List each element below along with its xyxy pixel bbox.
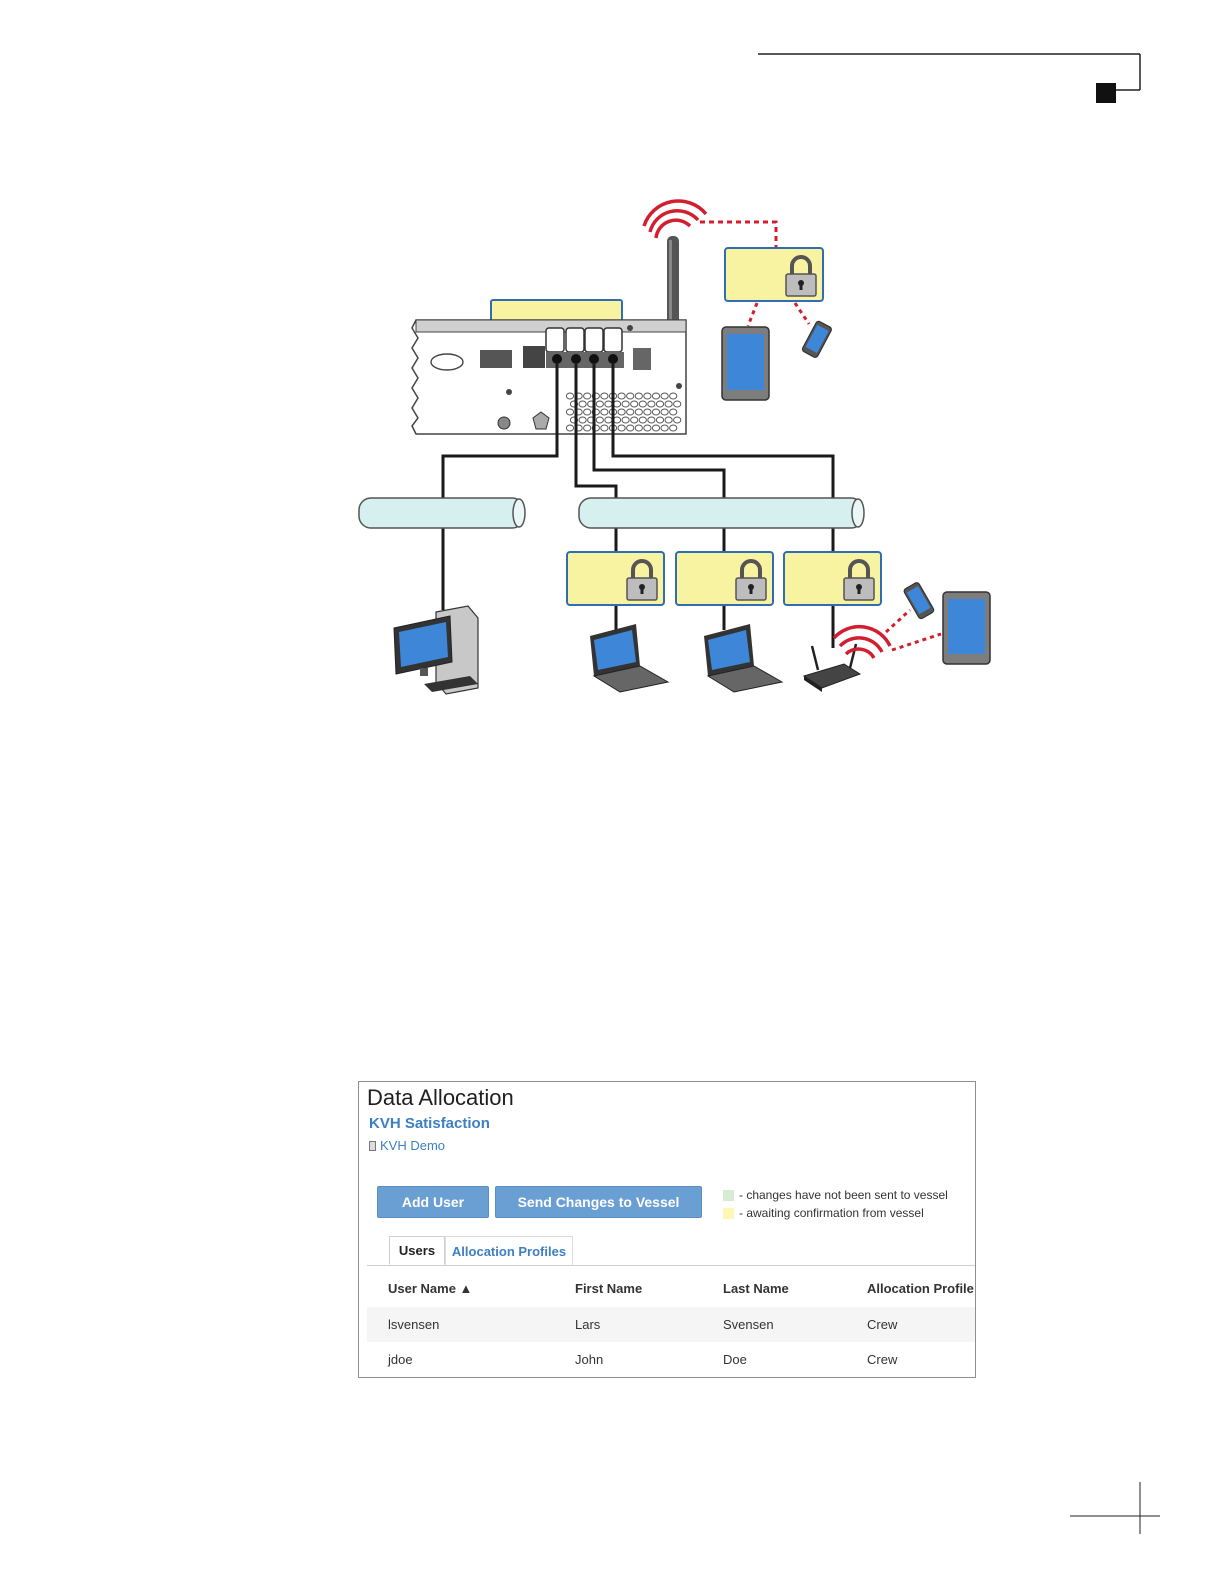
wireless-link	[886, 610, 910, 632]
network-pipe-icon	[359, 498, 525, 528]
laptop-icon	[704, 624, 782, 692]
vessel-link[interactable]: KVH Demo	[369, 1138, 445, 1153]
laptop-icon	[590, 624, 668, 692]
secure-zone-box	[784, 552, 881, 605]
add-user-button[interactable]: Add User	[377, 1186, 489, 1218]
vessel-icon	[369, 1141, 376, 1151]
table-row[interactable]: lsvensen Lars Svensen Crew	[367, 1307, 976, 1342]
wifi-waves-bottom	[834, 627, 890, 658]
cell-first-name: John	[575, 1352, 603, 1367]
cell-allocation-profile: Crew	[867, 1352, 897, 1367]
cell-user-name: lsvensen	[388, 1317, 439, 1332]
wifi-waves-top	[644, 201, 706, 238]
table-row[interactable]: jdoe John Doe Crew	[367, 1342, 976, 1377]
network-pipe-icon	[579, 498, 864, 528]
column-header-user-name[interactable]: User Name ▲	[388, 1281, 472, 1296]
column-header-last-name[interactable]: Last Name	[723, 1281, 789, 1296]
tablet-icon	[943, 592, 990, 664]
phone-icon	[801, 320, 832, 358]
data-allocation-panel: Data Allocation KVH Satisfaction KVH Dem…	[358, 1081, 976, 1378]
cell-user-name: jdoe	[388, 1352, 413, 1367]
legend-item-not-sent: - changes have not been sent to vessel	[723, 1188, 948, 1202]
tab-users[interactable]: Users	[389, 1236, 445, 1265]
cell-last-name: Svensen	[723, 1317, 774, 1332]
cell-first-name: Lars	[575, 1317, 600, 1332]
tab-allocation-profiles[interactable]: Allocation Profiles	[445, 1236, 573, 1265]
account-link[interactable]: KVH Satisfaction	[369, 1115, 490, 1132]
legend-text: - awaiting confirmation from vessel	[739, 1206, 924, 1220]
phone-icon	[903, 582, 935, 620]
tablet-icon	[722, 327, 769, 400]
tab-bar: Users Allocation Profiles	[367, 1236, 976, 1266]
cell-last-name: Doe	[723, 1352, 747, 1367]
network-diagram	[0, 0, 1224, 760]
legend-item-awaiting: - awaiting confirmation from vessel	[723, 1206, 924, 1220]
legend-swatch-green	[723, 1190, 734, 1201]
column-header-allocation-profile[interactable]: Allocation Profile	[867, 1281, 974, 1296]
ethernet-ports	[546, 328, 624, 368]
secure-zone-box	[567, 552, 664, 605]
wireless-link	[748, 303, 757, 326]
send-changes-button[interactable]: Send Changes to Vessel	[495, 1186, 702, 1218]
legend-swatch-yellow	[723, 1208, 734, 1219]
page-title: Data Allocation	[367, 1085, 514, 1111]
secure-zone-box	[676, 552, 773, 605]
wireless-link	[700, 222, 776, 248]
cell-allocation-profile: Crew	[867, 1317, 897, 1332]
wireless-link	[892, 634, 941, 650]
crop-mark	[1065, 1478, 1165, 1538]
wireless-link	[795, 303, 809, 324]
wifi-zone-box	[725, 248, 823, 301]
legend-text: - changes have not been sent to vessel	[739, 1188, 948, 1202]
desktop-computer-icon	[394, 606, 478, 694]
column-header-first-name[interactable]: First Name	[575, 1281, 642, 1296]
vessel-name: KVH Demo	[380, 1138, 445, 1153]
